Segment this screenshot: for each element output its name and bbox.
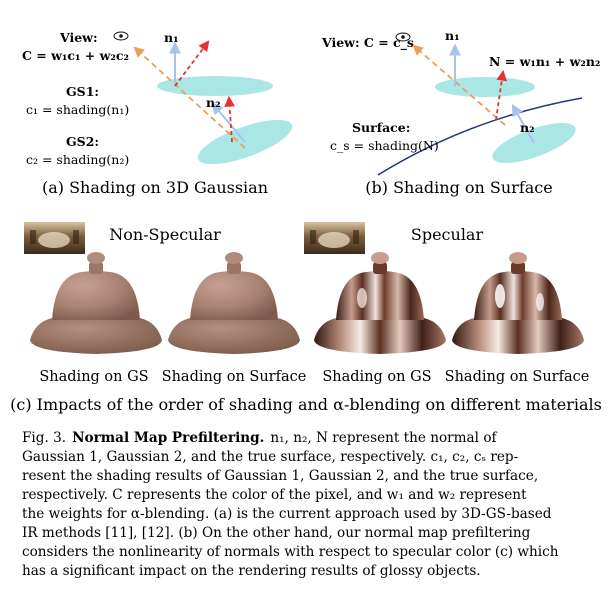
eye-icon — [113, 31, 129, 41]
normal-n2-arrow-b — [511, 103, 535, 144]
gs1-formula: c₁ = shading(n₁) — [26, 102, 129, 117]
n2-label: n₂ — [206, 95, 221, 110]
n1-label: n₁ — [164, 30, 179, 45]
reflect-1-arrow — [174, 40, 210, 87]
bell-label-3: Shading on GS — [322, 369, 431, 385]
normal-n2-arrow — [211, 102, 246, 143]
surface-title: Surface: — [352, 120, 410, 135]
panel-a: View: C = w₁c₁ + w₂c₂ n₁ n₂ GS1: c₁ = sh… — [22, 30, 293, 197]
gaussian-1-b — [435, 77, 535, 97]
color-formula: C = w₁c₁ + w₂c₂ — [22, 48, 129, 63]
gs2-title: GS2: — [66, 134, 99, 149]
caption-line-1: n₁, n₂, N represent the normal of — [270, 430, 497, 446]
n2-label-b: n₂ — [520, 120, 535, 135]
view-ray — [133, 46, 246, 149]
caption-line-2: Gaussian 1, Gaussian 2, and the true sur… — [22, 449, 518, 465]
bell-label-2: Shading on Surface — [162, 369, 307, 385]
subcaption-b: (b) Shading on Surface — [365, 178, 552, 197]
caption-line-6: IR methods [11], [12]. (b) On the other … — [22, 525, 531, 541]
specular-label: Specular — [411, 225, 484, 244]
env-map-thumbnail — [24, 222, 85, 254]
panel-c: Non-Specular Specular — [10, 222, 602, 414]
gs2-formula: c₂ = shading(n₂) — [26, 152, 129, 167]
bell-matte-gs — [30, 252, 162, 354]
caption-line-8: has a significant impact on the renderin… — [22, 563, 481, 579]
normal-formula: N = w₁n₁ + w₂n₂ — [489, 54, 600, 69]
caption-figure-number: Fig. 3. — [22, 430, 66, 446]
view-label-b: View: C = c_s — [321, 35, 414, 51]
eye-icon — [395, 32, 411, 42]
caption-line-7: considers the nonlinearity of normals wi… — [22, 544, 559, 560]
non-specular-label: Non-Specular — [109, 225, 221, 244]
subcaption-c: (c) Impacts of the order of shading and … — [10, 395, 602, 414]
normal-n-arrow — [495, 69, 508, 121]
bell-matte-surface — [168, 252, 300, 354]
subcaption-a: (a) Shading on 3D Gaussian — [42, 178, 268, 197]
gaussian-1 — [157, 76, 273, 96]
bell-specular-surface — [452, 252, 584, 354]
caption-line-5: the weights for α-blending. (a) is the c… — [22, 506, 552, 522]
gs1-title: GS1: — [66, 84, 99, 99]
env-map-thumbnail — [304, 222, 365, 254]
reflect-2-arrow — [224, 95, 235, 143]
view-ray-b — [412, 44, 506, 126]
surface-formula: c_s = shading(N) — [330, 138, 439, 153]
panel-b: View: C = c_s n₁ N = w₁n₁ + w₂n₂ n₂ Surf… — [321, 28, 600, 197]
caption-line-4: respectively. C represents the color of … — [22, 487, 527, 503]
caption-title: Normal Map Prefiltering. — [72, 430, 264, 446]
bell-label-4: Shading on Surface — [445, 369, 590, 385]
figure-caption: Fig. 3. Normal Map Prefiltering. n₁, n₂, N… — [22, 430, 559, 579]
bell-label-1: Shading on GS — [39, 369, 148, 385]
n1-label-b: n₁ — [445, 28, 460, 43]
view-label: View: — [59, 30, 98, 45]
bell-specular-gs — [314, 252, 446, 354]
surface-curve — [377, 97, 583, 176]
caption-line-3: resent the shading results of Gaussian 1… — [22, 468, 538, 484]
caption-line-0: Fig. 3. Normal Map Prefiltering. n₁, n₂, N… — [22, 430, 498, 446]
